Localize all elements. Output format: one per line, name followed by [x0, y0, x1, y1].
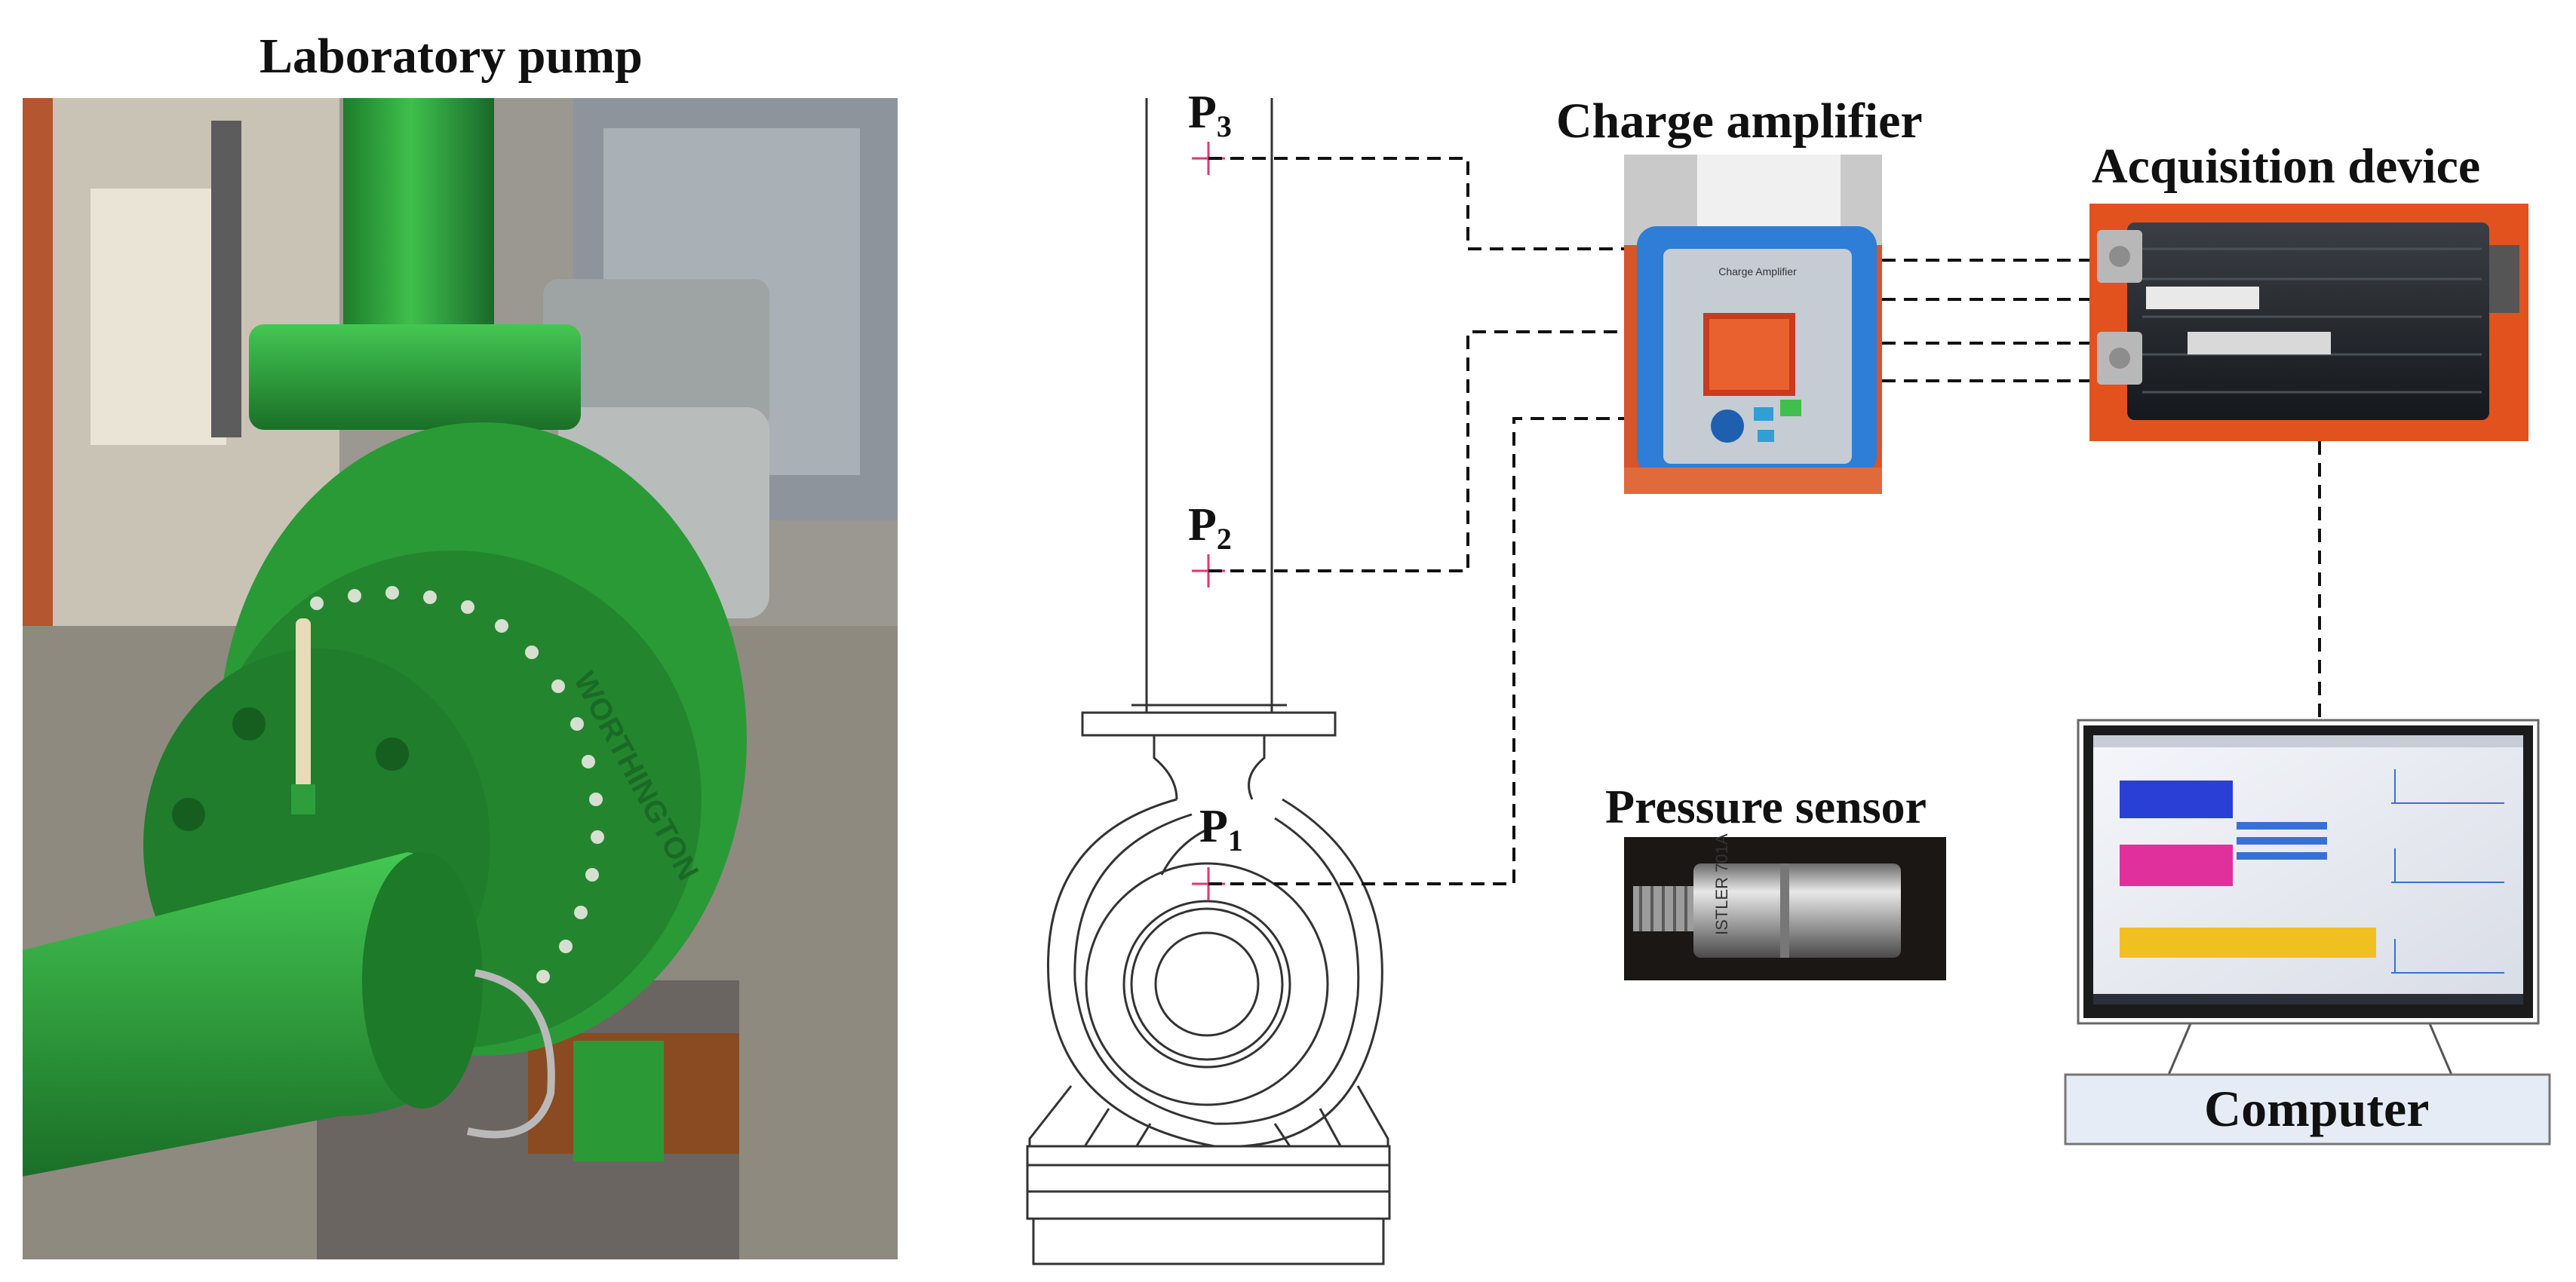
pump-schematic: [1026, 98, 1391, 1265]
pressure-sensor-photo: ISTLER 701A: [1624, 833, 1946, 980]
acquisition-device-label: Acquisition device: [2092, 139, 2481, 194]
sensor-engraving-text: ISTLER 701A: [1712, 833, 1731, 935]
computer-photo: [2064, 719, 2551, 1146]
pressure-sensor-label: Pressure sensor: [1605, 780, 1927, 833]
sensor-label-p2: P2: [1188, 499, 1232, 556]
charge-amplifier-label: Charge amplifier: [1556, 94, 1923, 149]
line-p2-to-amplifier: [1208, 330, 1624, 572]
computer-label: Computer: [2204, 1080, 2430, 1137]
line-p3-to-amplifier: [1208, 157, 1624, 250]
sensor-label-p3: P3: [1188, 87, 1232, 143]
acquisition-device-photo: [2089, 204, 2528, 441]
laboratory-pump-label: Laboratory pump: [259, 29, 643, 84]
laboratory-pump-photo: WORTHINGTON: [23, 98, 898, 1259]
charge-amplifier-photo: Charge Amplifier: [1624, 155, 1882, 494]
amplifier-brand-text: Charge Amplifier: [1718, 265, 1797, 278]
sensor-label-p1: P1: [1199, 801, 1243, 857]
connection-lines: [1208, 157, 2321, 885]
line-p1-to-amplifier: [1208, 417, 1624, 885]
